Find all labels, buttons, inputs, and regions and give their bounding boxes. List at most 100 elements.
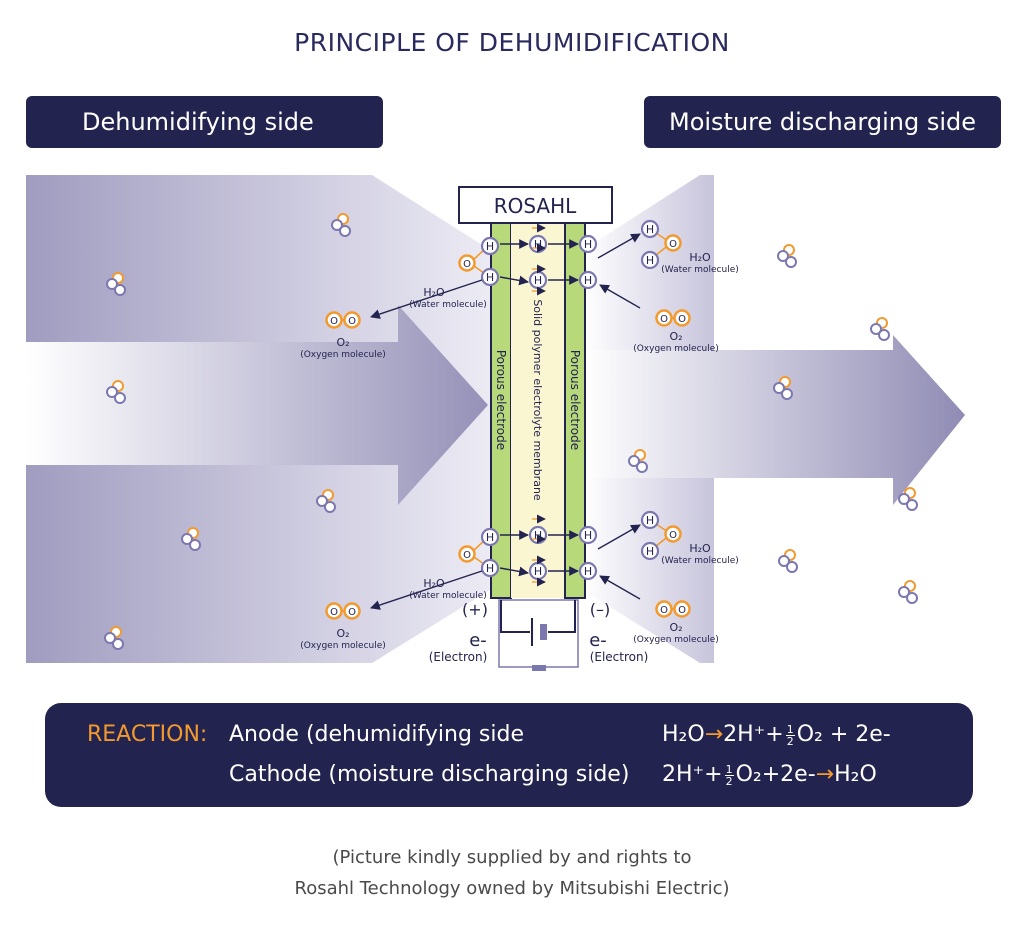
cathode-description: Cathode (moisture discharging side): [229, 762, 630, 787]
eq2-product: H₂O: [834, 762, 877, 787]
svg-text:H: H: [534, 565, 542, 578]
top-left-oxygen-caption: (Oxygen molecule): [300, 350, 386, 360]
svg-text:H: H: [486, 240, 494, 253]
floating-water-molecule-8: [870, 317, 890, 341]
top-left-water-formula: H₂O: [423, 286, 445, 299]
svg-text:O: O: [463, 259, 471, 270]
dehumidification-diagram: Porous electrode Solid polymer electroly…: [26, 175, 965, 671]
bottom-left-oxygen-formula: O₂: [336, 627, 349, 640]
circuit-bracket: [498, 599, 579, 668]
page-title: PRINCIPLE OF DEHUMIDIFICATION: [294, 28, 730, 57]
floating-water-molecule-10: [628, 449, 648, 473]
top-arrow-h-to-membrane-2: [499, 275, 529, 286]
electron-left: e-: [469, 630, 487, 651]
floating-water-molecule-11: [898, 487, 918, 511]
bottom-membrane-proton-2: H: [528, 561, 548, 581]
electron-right-caption: (Electron): [590, 650, 649, 664]
svg-text:O: O: [330, 607, 338, 618]
svg-text:H: H: [486, 271, 494, 284]
reaction-panel: REACTION: Anode (dehumidifying side Cath…: [45, 703, 973, 807]
svg-text:O: O: [678, 605, 686, 616]
floating-water-molecule-6: [104, 626, 124, 650]
plus-terminal: (+): [462, 600, 488, 619]
bottom-right-water-caption: (Water molecule): [661, 556, 739, 566]
top-left-h-upper: H: [480, 236, 500, 256]
eq2-reactant-a: 2H⁺+: [662, 762, 723, 787]
svg-text:O: O: [669, 239, 677, 250]
svg-text:O: O: [660, 605, 668, 616]
left-electrode-label: Porous electrode: [494, 350, 508, 450]
reaction-label: REACTION:: [87, 722, 208, 747]
bottom-left-h-lower: H: [480, 558, 500, 578]
eq1-arrow-icon: →: [704, 722, 724, 747]
floating-water-molecule-12: [778, 549, 798, 573]
top-arrow-oxygen-release: [370, 279, 483, 319]
bottom-right-oxygen-caption: (Oxygen molecule): [633, 635, 719, 645]
top-membrane-proton-2: H: [528, 270, 548, 290]
floating-water-molecule-7: [777, 244, 797, 268]
top-product-h-lower: H: [640, 250, 660, 270]
bottom-arrow-oxygen-release: [370, 570, 483, 610]
svg-text:H: H: [486, 531, 494, 544]
floating-water-molecule-4: [316, 489, 336, 513]
svg-text:O: O: [330, 316, 338, 327]
svg-text:H: H: [646, 223, 654, 236]
bottom-right-h-lower: H: [578, 561, 598, 581]
svg-text:H: H: [584, 529, 592, 542]
svg-text:H: H: [486, 562, 494, 575]
svg-text:O: O: [669, 530, 677, 541]
svg-text:H: H: [584, 565, 592, 578]
circuit-wire: [500, 600, 576, 633]
rosahl-label: ROSAHL: [494, 194, 577, 218]
eq2-reactant-b: O₂+2e-: [735, 762, 816, 787]
floating-water-molecule-9: [773, 376, 793, 400]
top-right-water-caption: (Water molecule): [661, 265, 739, 275]
eq1-reactant: H₂O: [662, 722, 705, 747]
top-right-oxygen-formula: O₂: [669, 330, 682, 343]
anode-description: Anode (dehumidifying side: [229, 722, 525, 747]
bottom-arrow-oxygen-in: [599, 575, 641, 600]
bottom-product-oxygen-atom: [664, 525, 682, 543]
top-right-water-formula: H₂O: [689, 251, 711, 264]
top-left-oxygen-atom: [458, 254, 476, 272]
bottom-product-h-upper: H: [640, 510, 660, 530]
top-product-oxygen-atom: [664, 234, 682, 252]
top-arrow-water-out: [597, 233, 641, 259]
svg-text:H: H: [584, 238, 592, 251]
floating-water-molecule-5: [181, 527, 201, 551]
eq2-arrow-icon: →: [815, 762, 835, 787]
svg-text:H: H: [646, 254, 654, 267]
svg-text:O: O: [678, 314, 686, 325]
floating-water-molecule-1: [106, 272, 126, 296]
top-right-oxygen-caption: (Oxygen molecule): [633, 344, 719, 354]
rosahl-label-box: [458, 186, 613, 224]
svg-text:O: O: [660, 314, 668, 325]
right-airflow-arrow: [583, 335, 965, 505]
top-arrow-oxygen-in: [599, 284, 641, 309]
left-airflow-arrow: [26, 305, 488, 505]
credit-line-1: (Picture kindly supplied by and rights t…: [332, 847, 692, 868]
membrane-label: Solid polymer electrolyte membrane: [531, 299, 544, 501]
svg-text:H: H: [534, 274, 542, 287]
floating-water-molecule-2: [331, 213, 351, 237]
svg-text:O: O: [348, 607, 356, 618]
eq1-product-b: O₂ + 2e-: [796, 722, 891, 747]
top-right-h-lower: H: [578, 270, 598, 290]
battery-short-plate: [540, 624, 547, 640]
minus-terminal: (–): [590, 600, 610, 619]
top-membrane-proton-1: H: [528, 234, 548, 254]
electron-left-caption: (Electron): [429, 650, 488, 664]
moisture-discharging-side-header: Moisture discharging side: [644, 96, 1001, 148]
eq1-product-a: 2H⁺+: [723, 722, 784, 747]
circuit-stub: [532, 665, 546, 671]
svg-text:H: H: [534, 529, 542, 542]
top-right-h-upper: H: [578, 234, 598, 254]
top-left-oxygen-formula: O₂: [336, 336, 349, 349]
